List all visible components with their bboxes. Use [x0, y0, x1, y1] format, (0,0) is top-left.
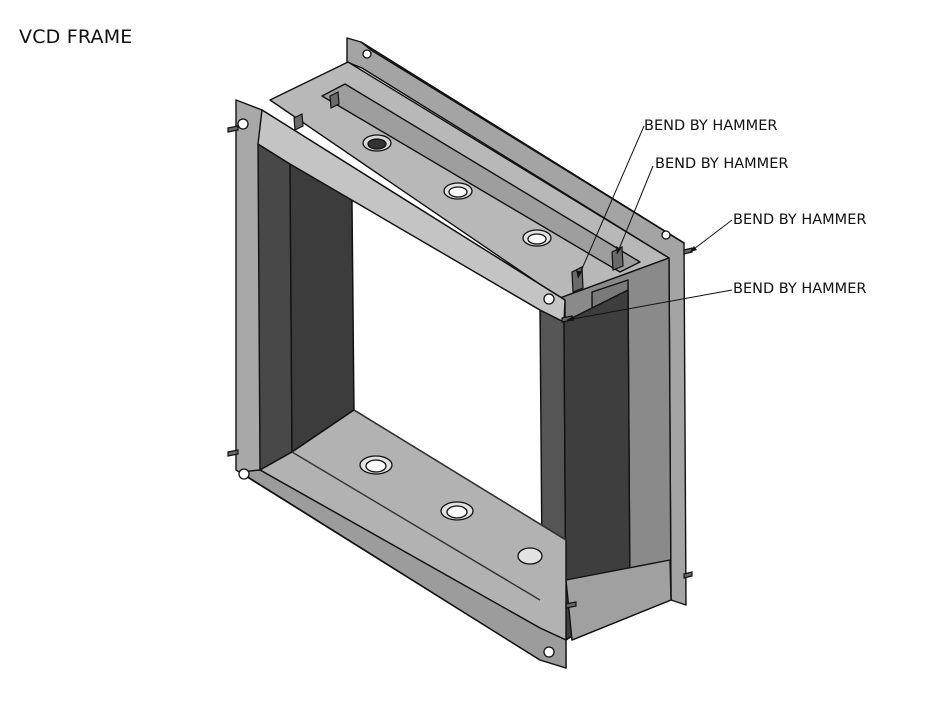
pin-left-bottom	[227, 449, 239, 457]
bottom-hole-3	[517, 547, 543, 565]
callout-bend-by-hammer-2: BEND BY HAMMER	[655, 156, 789, 172]
back-flange-hole-r	[661, 230, 671, 240]
tab-4	[329, 91, 340, 109]
callout-bend-by-hammer-1: BEND BY HAMMER	[644, 118, 778, 134]
pin-right-bottom	[683, 571, 693, 579]
back-flange-edge	[360, 41, 685, 244]
left-inner-wall-deep	[289, 163, 355, 453]
pin-right-top	[683, 247, 693, 255]
leader-2	[616, 165, 654, 255]
back-flange-hole-t	[362, 49, 372, 59]
callout-bend-by-hammer-4: BEND BY HAMMER	[733, 281, 867, 297]
bottom-right-sheet	[565, 559, 672, 641]
callout-bend-by-hammer-3: BEND BY HAMMER	[733, 212, 867, 228]
flange-hole-bl	[238, 468, 250, 480]
pin-left-top	[227, 125, 239, 133]
left-inner-wall	[257, 143, 293, 471]
flange-hole-tr	[543, 293, 555, 305]
tab-3	[293, 113, 304, 131]
top-channel-groove	[321, 83, 641, 273]
flange-hole-tl	[237, 118, 249, 130]
pin-front-br	[565, 601, 577, 609]
leader-4	[566, 289, 733, 321]
drawing-title: VCD FRAME	[19, 26, 133, 48]
leader-1	[577, 125, 645, 279]
leader-3	[689, 219, 733, 253]
flange-hole-br	[543, 646, 555, 658]
bottom-channel-front	[239, 469, 567, 669]
